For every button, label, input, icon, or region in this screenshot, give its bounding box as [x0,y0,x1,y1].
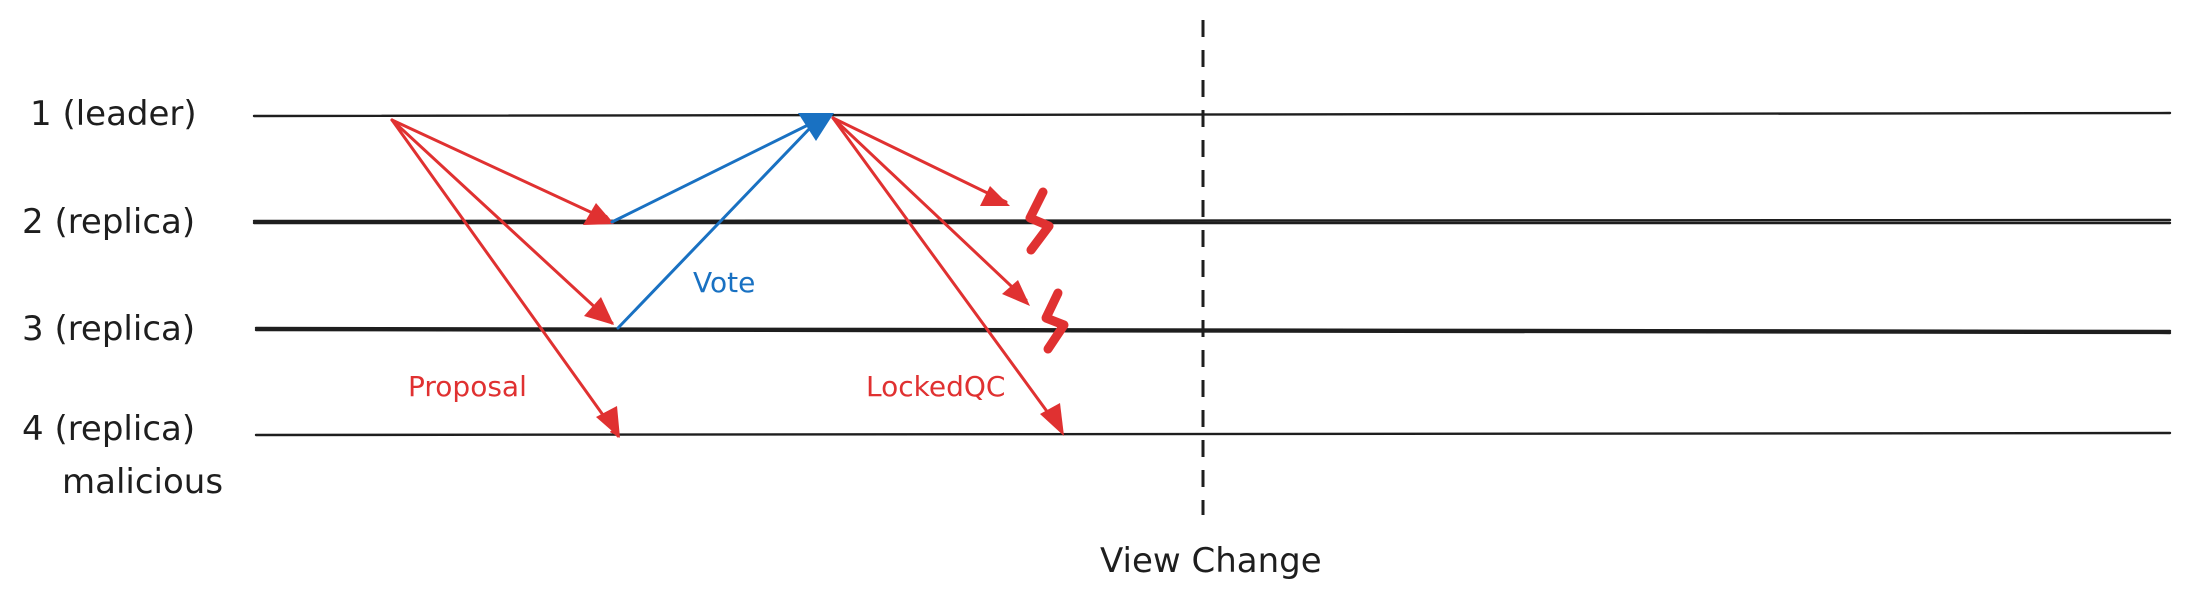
timeline-replica-2 [252,218,2172,225]
locked-qc-arrowhead-to-4 [1040,403,1064,436]
blocked-lightning-icon-replica-3 [1041,288,1069,354]
proposal-arrow-to-3 [390,118,614,325]
proposal-arrowhead-to-3 [584,297,614,325]
locked-qc-arrows [831,116,1064,436]
locked-qc-label: LockedQC [866,370,1005,403]
proposal-arrowhead-to-4 [596,406,620,438]
proposal-label: Proposal [408,370,527,403]
vote-arrowhead [798,113,834,141]
proposal-arrows [390,118,620,438]
timeline-replica-4 [254,431,2172,437]
locked-qc-arrowhead-to-3 [1002,280,1030,306]
vote-arrow-from-2 [610,122,812,224]
proposal-arrow-to-2 [390,118,614,224]
node-label-leader: 1 (leader) [30,94,197,134]
node-sublabel-malicious: malicious [62,462,223,502]
locked-qc-arrowhead-to-2 [980,186,1010,206]
node-label-replica-2: 2 (replica) [22,202,195,242]
vote-label: Vote [693,266,755,299]
node-label-replica-4: 4 (replica) [22,409,195,449]
blocked-lightning-icon-replica-2 [1025,187,1054,255]
view-change-label: View Change [1100,541,1322,581]
proposal-arrow-to-4 [390,118,620,438]
vote-arrows [610,113,834,330]
node-label-replica-3: 3 (replica) [22,309,195,349]
locked-qc-arrow-to-3 [831,116,1028,302]
timeline-replica-3 [254,326,2172,335]
vote-arrow-from-3 [616,124,814,330]
timeline-leader [252,111,2172,118]
locked-qc-arrow-to-2 [831,116,1008,204]
locked-qc-arrow-to-4 [831,116,1064,434]
proposal-arrowhead-to-2 [583,203,614,225]
